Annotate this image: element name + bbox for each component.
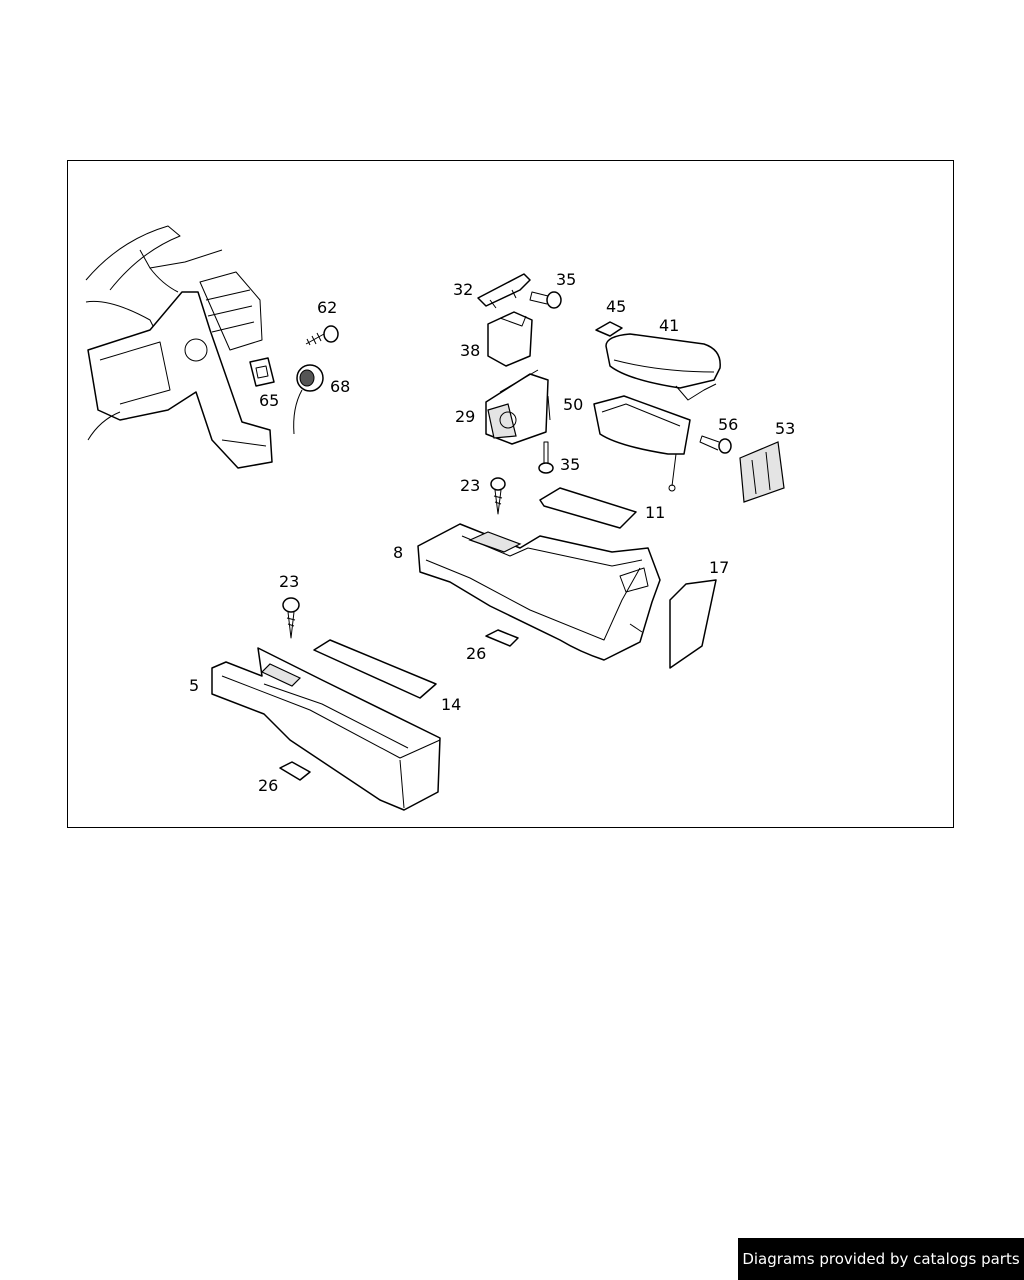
dashboard-section bbox=[85, 225, 273, 469]
callout-29: 29 bbox=[455, 407, 475, 426]
diagram-frame bbox=[67, 160, 954, 828]
callout-23-upper: 23 bbox=[460, 476, 480, 495]
part-35-bolt-top bbox=[529, 291, 562, 309]
callout-62: 62 bbox=[317, 298, 337, 317]
part-56-bolt bbox=[699, 435, 732, 454]
part-26-clip-upper bbox=[485, 629, 519, 647]
callout-23-lower: 23 bbox=[279, 572, 299, 591]
callout-41: 41 bbox=[659, 316, 679, 335]
part-26-clip-lower bbox=[279, 761, 311, 781]
callout-56: 56 bbox=[718, 415, 738, 434]
callout-68: 68 bbox=[330, 377, 350, 396]
part-50-tray bbox=[593, 395, 691, 492]
callout-53: 53 bbox=[775, 419, 795, 438]
part-23-screw-lower bbox=[282, 597, 300, 639]
callout-26-upper: 26 bbox=[466, 644, 486, 663]
callout-38: 38 bbox=[460, 341, 480, 360]
part-35-bolt-lower bbox=[538, 441, 554, 474]
part-11-pad bbox=[539, 487, 637, 529]
part-62-screw bbox=[305, 325, 339, 346]
callout-32: 32 bbox=[453, 280, 473, 299]
callout-11: 11 bbox=[645, 503, 665, 522]
callout-50: 50 bbox=[563, 395, 583, 414]
part-41-armrest-lid bbox=[605, 333, 721, 401]
part-32-rail bbox=[477, 273, 531, 309]
part-38-cup bbox=[487, 311, 533, 367]
part-68-switch bbox=[293, 364, 324, 435]
part-53-panel bbox=[739, 441, 785, 503]
part-14-pad bbox=[313, 639, 437, 699]
part-45-clip bbox=[595, 321, 623, 337]
footer-text: Diagrams provided by catalogs parts bbox=[742, 1250, 1020, 1268]
callout-26-lower: 26 bbox=[258, 776, 278, 795]
callout-35-lower: 35 bbox=[560, 455, 580, 474]
callout-65: 65 bbox=[259, 391, 279, 410]
part-17-side-cover bbox=[669, 579, 717, 669]
callout-8: 8 bbox=[393, 543, 403, 562]
callout-labels: 62 65 68 32 35 38 29 35 45 41 50 56 53 2… bbox=[189, 270, 795, 795]
part-23-screw-upper bbox=[490, 477, 506, 515]
part-8-console bbox=[417, 523, 661, 661]
part-65-clip bbox=[249, 357, 275, 387]
callout-5: 5 bbox=[189, 676, 199, 695]
callout-17: 17 bbox=[709, 558, 729, 577]
callout-45: 45 bbox=[606, 297, 626, 316]
callout-35-top: 35 bbox=[556, 270, 576, 289]
callout-14: 14 bbox=[441, 695, 461, 714]
part-29-holder bbox=[485, 369, 551, 445]
footer-banner: Diagrams provided by catalogs parts bbox=[738, 1238, 1024, 1280]
part-5-console bbox=[211, 647, 441, 811]
